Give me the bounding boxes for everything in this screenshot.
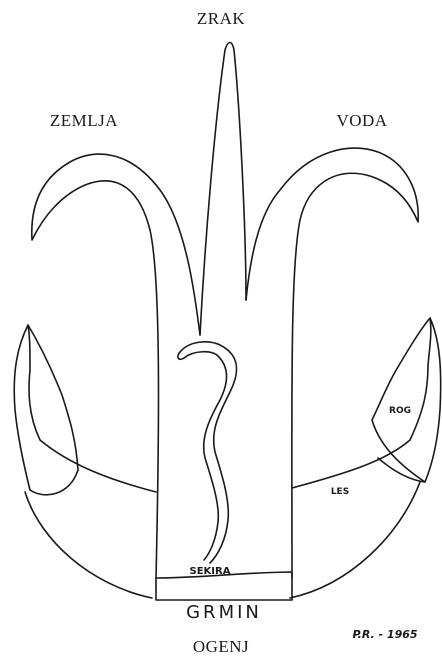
central-spike bbox=[200, 43, 246, 336]
label-les: LES bbox=[331, 487, 349, 497]
left-horn bbox=[32, 154, 200, 578]
left-crescent-tip bbox=[28, 325, 78, 470]
right-crescent bbox=[292, 318, 441, 488]
label-rog: ROG bbox=[389, 406, 411, 416]
serpent-inner bbox=[184, 352, 227, 560]
label-sekira: SEKIRA bbox=[190, 566, 231, 577]
label-zrak: ZRAK bbox=[197, 9, 246, 28]
outer-circle-left bbox=[25, 492, 152, 598]
label-voda: VODA bbox=[336, 111, 387, 130]
label-grmin: GRMIN bbox=[186, 602, 262, 623]
left-crescent bbox=[14, 325, 156, 495]
signature: P.R. - 1965 bbox=[352, 628, 417, 641]
serpent-outer bbox=[180, 342, 237, 563]
label-zemlja: ZEMLJA bbox=[50, 111, 118, 130]
right-crescent-inner bbox=[372, 318, 430, 482]
serpent-head bbox=[178, 352, 184, 359]
label-ogenj: OGENJ bbox=[193, 637, 249, 656]
right-horn bbox=[246, 148, 418, 578]
outer-circle-right bbox=[290, 482, 420, 598]
